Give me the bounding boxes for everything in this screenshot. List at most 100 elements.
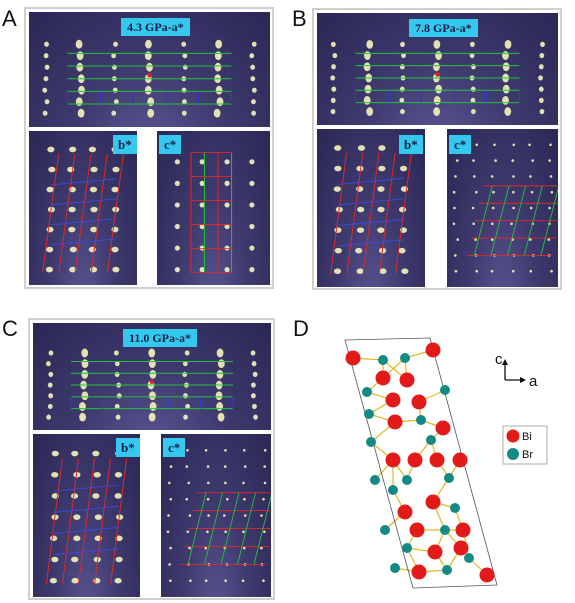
- diffraction-spot: [183, 393, 188, 399]
- grid-line: [253, 494, 271, 565]
- diffraction-spot: [474, 238, 477, 241]
- diffraction-spot: [215, 39, 223, 49]
- diffraction-spot: [333, 186, 341, 192]
- bi-atom: [435, 420, 451, 436]
- diffraction-spot: [181, 41, 187, 47]
- grid-line: [110, 458, 128, 585]
- diffraction-spot: [47, 403, 53, 410]
- diffraction-spot: [92, 493, 100, 499]
- panel-b: 7.8 GPa-a* b* c*: [312, 8, 562, 290]
- diffraction-spot: [189, 579, 192, 582]
- diffraction-spot: [111, 53, 117, 59]
- diffraction-spot: [183, 414, 188, 420]
- diffraction-spot: [199, 267, 205, 273]
- grid-line: [473, 185, 493, 256]
- diffraction-spot: [401, 52, 406, 59]
- diffraction-spot: [490, 238, 494, 241]
- panel-label-d: D: [293, 316, 309, 341]
- diffraction-spot: [511, 269, 515, 273]
- diffraction-spot: [182, 361, 188, 367]
- diffraction-spot: [355, 247, 363, 254]
- diffraction-spot: [144, 85, 152, 95]
- diffraction-spot: [491, 206, 495, 210]
- diffraction-spot: [174, 267, 180, 273]
- diffraction-spot: [334, 247, 342, 254]
- diffraction-spot: [168, 481, 171, 485]
- diffraction-spot: [433, 39, 441, 49]
- diffraction-spot: [199, 245, 205, 251]
- diffraction-spot: [224, 449, 227, 452]
- diffraction-spot: [206, 530, 209, 534]
- panel-b-c-star-tag: c*: [449, 135, 472, 154]
- diffraction-spot: [204, 449, 208, 452]
- diffraction-spot: [223, 514, 226, 517]
- panel-c-pressure-tag: 11.0 GPa-a*: [123, 329, 197, 347]
- diffraction-spot: [399, 97, 405, 103]
- diffraction-spot: [224, 267, 230, 273]
- grid-line: [394, 152, 412, 275]
- diffraction-spot: [71, 450, 79, 457]
- grid-line: [50, 238, 116, 246]
- diffraction-spot: [471, 64, 476, 70]
- diffraction-spot: [213, 108, 221, 118]
- diffraction-spot: [181, 99, 187, 105]
- diffraction-spot: [76, 62, 84, 72]
- panel-c-c-star-view: c*: [161, 434, 271, 597]
- diffraction-spot: [475, 269, 479, 273]
- origin-spot: [147, 73, 152, 78]
- diffraction-spot: [470, 86, 476, 92]
- panel-a-b-star-tag: b*: [113, 135, 137, 154]
- diffraction-spot: [199, 223, 205, 230]
- diffraction-spot: [182, 64, 188, 70]
- grid-line: [523, 185, 543, 256]
- diffraction-spot: [47, 382, 53, 388]
- diffraction-spot: [377, 227, 385, 233]
- diffraction-spot: [148, 412, 156, 422]
- bi-atom: [385, 392, 401, 408]
- diffraction-spot: [433, 107, 441, 116]
- diffraction-spot: [364, 84, 372, 94]
- diffraction-spot: [186, 530, 190, 534]
- diffraction-spot: [145, 39, 152, 49]
- diffraction-spot: [46, 186, 54, 193]
- diffraction-spot: [400, 41, 405, 47]
- diffraction-spot: [114, 350, 119, 356]
- diffraction-spot: [44, 64, 50, 70]
- diffraction-spot: [493, 143, 496, 147]
- diffraction-spot: [207, 514, 210, 517]
- diffraction-spot: [433, 62, 440, 72]
- diffraction-spot: [529, 175, 532, 178]
- diffraction-spot: [184, 350, 190, 356]
- panel-a-a-star-view: 4.3 GPa-a*: [29, 12, 270, 127]
- legend: Bi Br: [502, 425, 548, 465]
- diffraction-spot: [250, 64, 256, 70]
- diffraction-spot: [330, 97, 336, 103]
- origin-spot: [149, 379, 155, 385]
- diffraction-spot: [253, 414, 258, 420]
- diffraction-spot: [68, 206, 76, 213]
- diffraction-spot: [49, 577, 57, 584]
- grid-line: [50, 198, 116, 206]
- diffraction-spot: [115, 414, 121, 420]
- diffraction-spot: [214, 51, 222, 61]
- diffraction-spot: [251, 41, 257, 47]
- diffraction-spot: [251, 87, 257, 93]
- diffraction-spot: [539, 52, 545, 59]
- grid-line: [330, 152, 348, 275]
- diffraction-spot: [215, 391, 223, 401]
- bi-atom: [425, 342, 441, 358]
- diffraction-spot: [502, 51, 509, 60]
- diffraction-spot: [241, 579, 245, 582]
- diffraction-spot: [185, 497, 188, 501]
- diffraction-spot: [357, 206, 365, 213]
- diffraction-spot: [167, 514, 170, 517]
- diffraction-spot: [263, 449, 267, 452]
- diffraction-spot: [472, 222, 475, 226]
- diffraction-spot: [262, 579, 265, 582]
- diffraction-spot: [334, 165, 342, 172]
- grid-line: [338, 218, 404, 226]
- diffraction-spot: [251, 382, 256, 388]
- diffraction-spot: [185, 403, 190, 410]
- diffraction-spot: [148, 359, 156, 369]
- diffraction-spot: [333, 268, 342, 274]
